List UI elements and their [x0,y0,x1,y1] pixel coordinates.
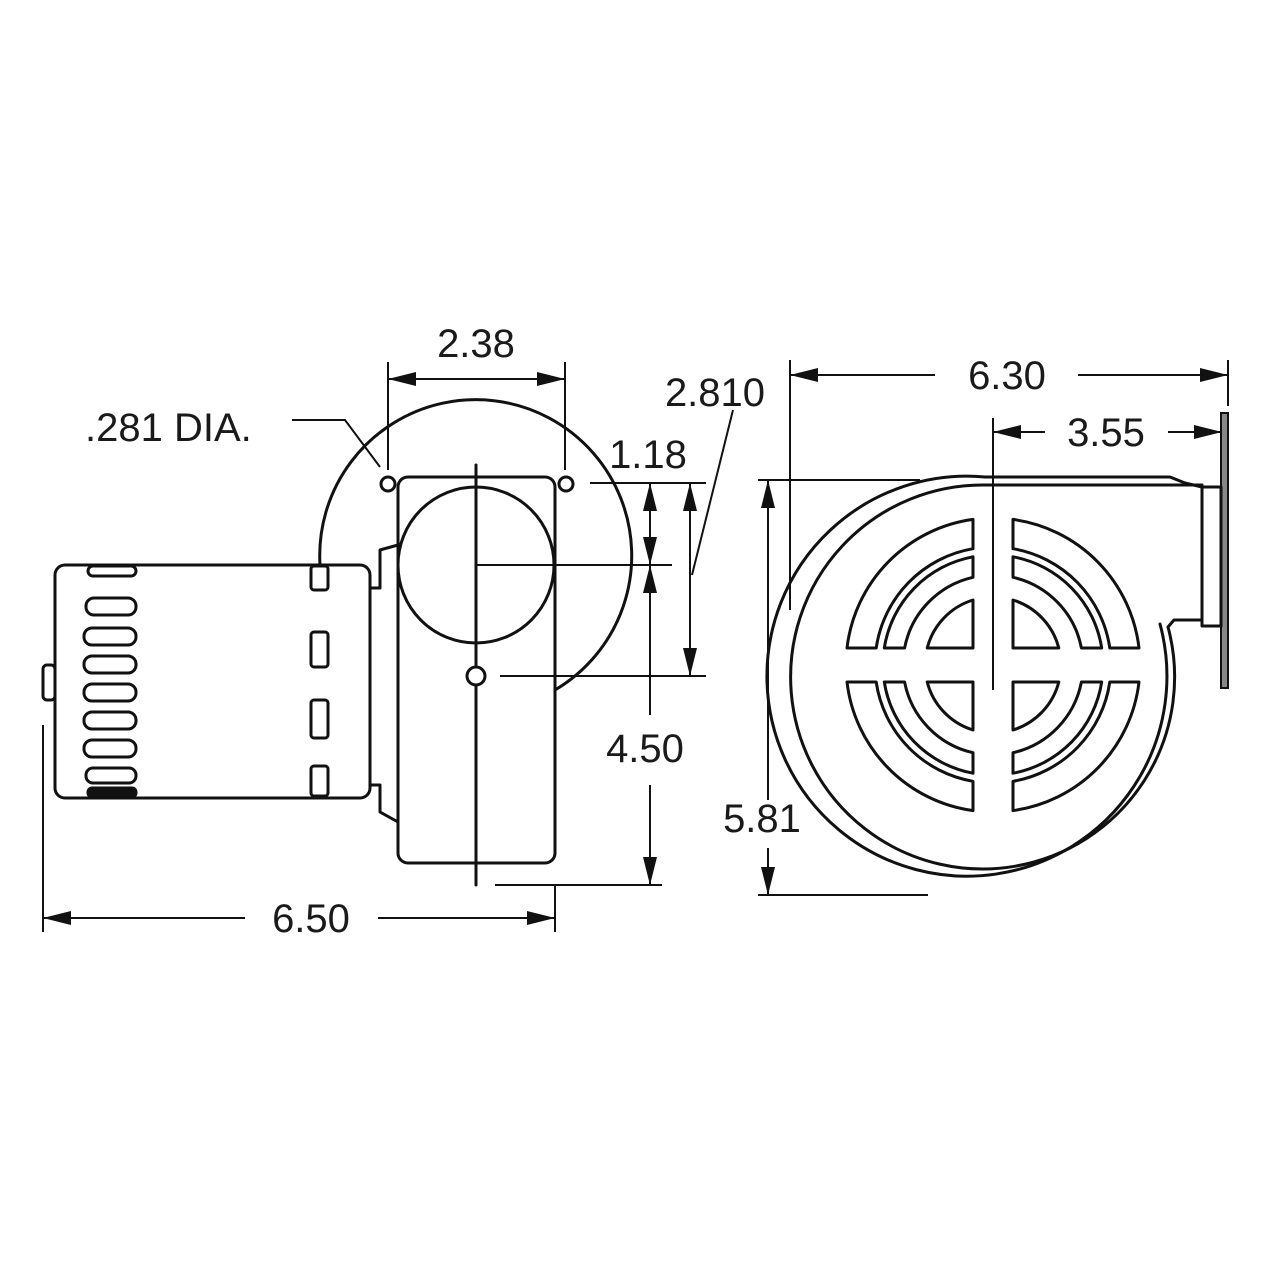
scroll-outer [765,474,1204,878]
hole-dia-label: .281 DIA. [85,406,252,450]
grille-slot [1011,680,1141,813]
grille-slot [845,680,975,813]
side-view: 2.38 .281 DIA. 1.18 2.810 4.50 6.50 [41,322,765,941]
front-view: 6.30 3.55 5.81 [723,354,1229,896]
motor-vent-slots [82,564,330,799]
front-extension-lines [758,360,1229,896]
motor-end-bump [41,663,57,702]
scroll-inner [789,483,1204,871]
grille-slot [1011,680,1104,775]
overall-length-label: 6.50 [272,897,350,941]
grille-slot [882,555,975,650]
outlet-flange [1200,485,1223,628]
front-height-label: 5.81 [723,797,801,841]
grille-slot [1011,517,1141,650]
height-label: 4.50 [606,727,684,771]
scroll-housing-arc [318,398,634,692]
hole-to-mount-label: 2.810 [665,371,765,415]
motor-flange [368,543,400,824]
grille-slot [845,517,975,650]
grille-slot [925,680,975,732]
grille-slot [1011,555,1104,650]
hole-spacing-label: 2.38 [437,322,515,366]
inlet-grille [845,517,1141,813]
grille-slot [925,598,975,650]
grille-slot [1011,598,1061,650]
grille-slot [1011,680,1061,732]
grille-slot [882,680,975,775]
mount-hole-lower [465,665,487,687]
mount-hole-right [557,475,575,493]
side-dimension-arrows [43,372,697,925]
motor-body [53,563,372,800]
hole-to-center-label: 1.18 [609,433,687,477]
front-dimension-arrows [761,368,1228,895]
mount-hole-left [379,475,397,493]
overall-width-label: 6.30 [968,354,1046,398]
center-to-flange-label: 3.55 [1067,411,1145,455]
